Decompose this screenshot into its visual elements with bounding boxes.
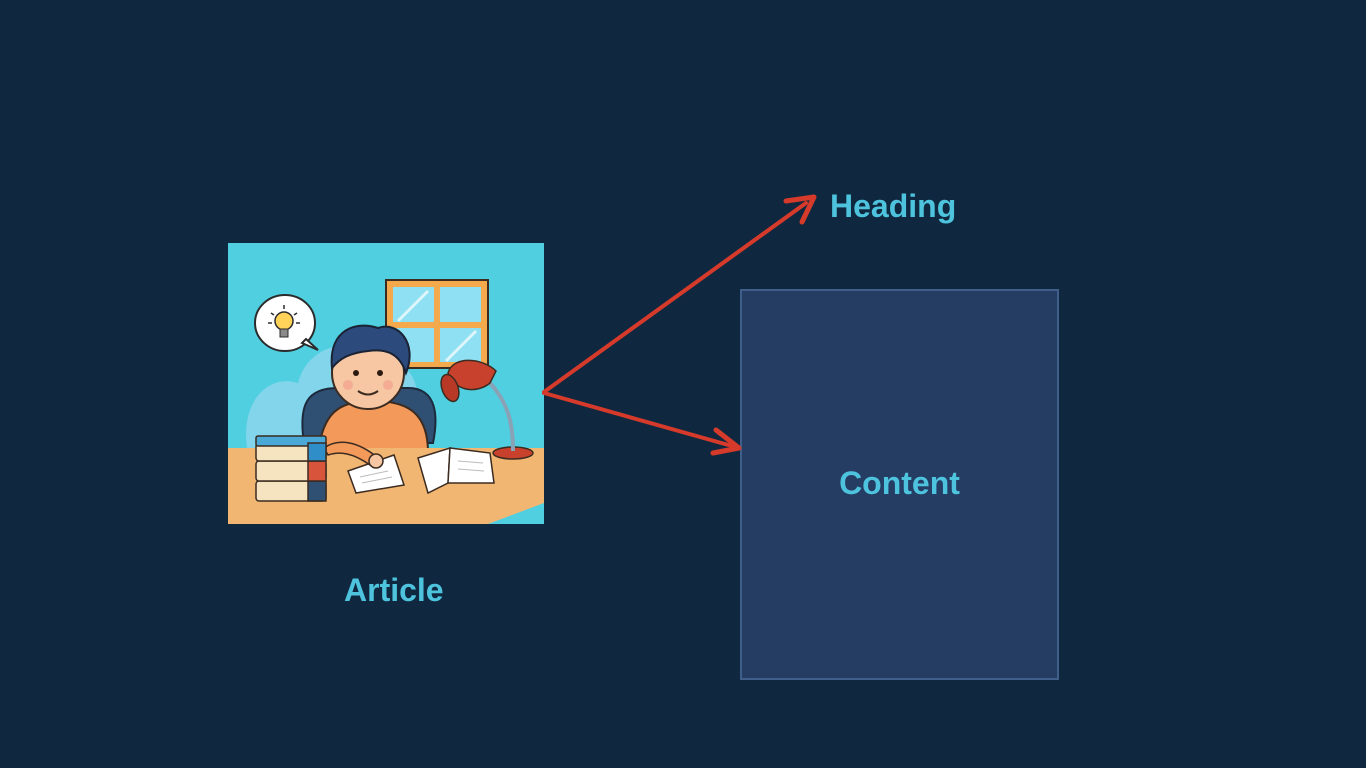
content-label: Content bbox=[839, 464, 960, 501]
student-figure bbox=[330, 324, 411, 410]
lightbulb-icon bbox=[254, 294, 319, 352]
book-stack-icon bbox=[255, 435, 327, 502]
article-label: Article bbox=[344, 572, 444, 608]
arrow-to-content bbox=[542, 391, 742, 456]
desk-lamp-icon bbox=[440, 359, 534, 460]
open-book-icon bbox=[417, 446, 495, 495]
student-illustration bbox=[228, 243, 544, 524]
content-box: Content bbox=[740, 289, 1059, 680]
heading-label: Heading bbox=[830, 188, 957, 224]
